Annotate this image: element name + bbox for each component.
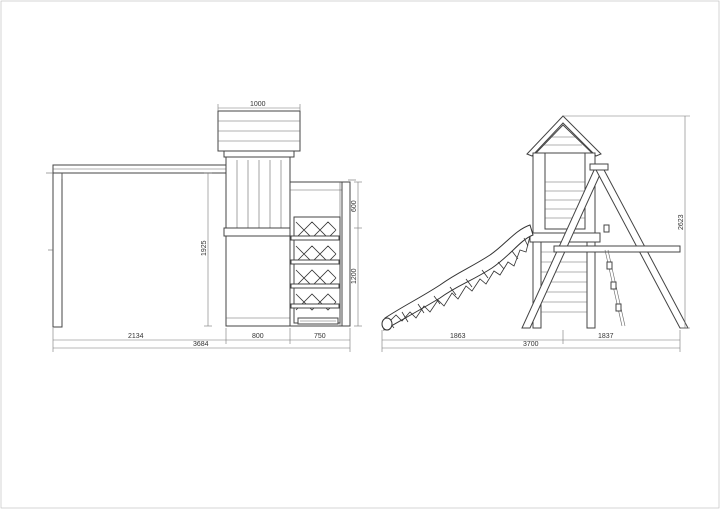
dim-lower-wall: 1200 (351, 268, 358, 284)
climbing-net (290, 216, 341, 325)
swing-leg (46, 172, 63, 328)
side-roof (526, 115, 602, 157)
front-view: 1000 1925 600 1200 2134 800 750 3684 (46, 101, 362, 352)
dim-upper-wall: 600 (351, 200, 358, 212)
dim-total-height: 2623 (678, 214, 685, 230)
side-lower-tower (532, 241, 596, 329)
side-view: 2623 1863 1837 3700 (381, 115, 690, 352)
dim-platform-width: 800 (252, 333, 264, 340)
dim-frame-span: 1837 (598, 333, 614, 340)
dim-roof-width: 1000 (250, 101, 266, 108)
dim-swing-span: 2134 (128, 333, 144, 340)
climbing-holds (603, 224, 622, 312)
tower-roof (217, 110, 301, 158)
tower-upper-wall (225, 156, 291, 230)
wavy-slide (381, 224, 534, 331)
dim-slide-span: 1863 (450, 333, 466, 340)
swing-beam (52, 164, 228, 174)
dim-side-total: 3700 (523, 341, 539, 348)
dim-front-total: 3684 (193, 341, 209, 348)
dim-platform-height: 1925 (201, 240, 208, 256)
tower-lower-frame (225, 235, 291, 327)
a-frame (521, 163, 689, 329)
dim-frame-width: 750 (314, 333, 326, 340)
